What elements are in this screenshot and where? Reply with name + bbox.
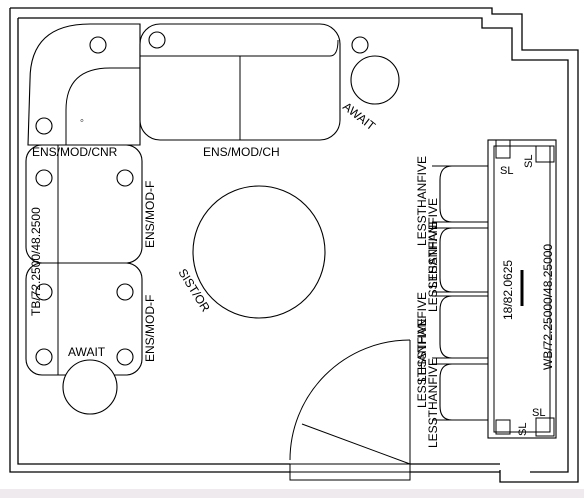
long-table [487,139,557,439]
label-sl-top-1: SL [500,165,513,177]
label-sl-top-2: SL [523,155,535,168]
label-chair-2: LESSTHANFIVE [415,292,429,382]
label-await-top: AWAIT [340,99,378,133]
label-sl-bottom-1: SL [532,407,545,419]
label-corner: ENS/MOD/CNR [32,145,118,159]
round-table [192,185,326,319]
label-chair-6: LESSTHANFIVE [426,198,440,288]
sofa-mark: ◦ [80,115,84,127]
sectional-corner: ◦ [27,23,166,146]
label-table-left: TB/72.2500/48.2500 [29,207,43,316]
label-module-f-upper: ENS/MOD-F [143,181,157,248]
sectional-chaise [139,23,369,141]
label-sl-bottom-2: SL [517,423,529,436]
await-top-ottoman [350,55,400,105]
dining-chairs [432,165,490,421]
module-f-lower [25,262,143,376]
room-walls [9,7,579,483]
label-center-dim: 18/82.0625 [501,260,515,320]
label-module-f-lower: ENS/MOD-F [143,295,157,362]
door-swing [289,339,411,465]
label-chair-1: LESSTHANFIVE [415,156,429,246]
label-chair-3: LESSTHANFIVE [426,222,440,312]
label-chair-4: LESSTHANFIVE [426,358,440,448]
module-f-upper [25,144,143,264]
label-chaise: ENS/MOD/CH [203,145,280,159]
await-bottom-ottoman [62,359,118,415]
label-table-right: WB/72.25000/48.25000 [541,244,555,370]
bottom-band [0,489,584,498]
label-chair-5: LESSTHANFIVE [415,318,429,408]
label-await-bottom: AWAIT [68,345,106,359]
